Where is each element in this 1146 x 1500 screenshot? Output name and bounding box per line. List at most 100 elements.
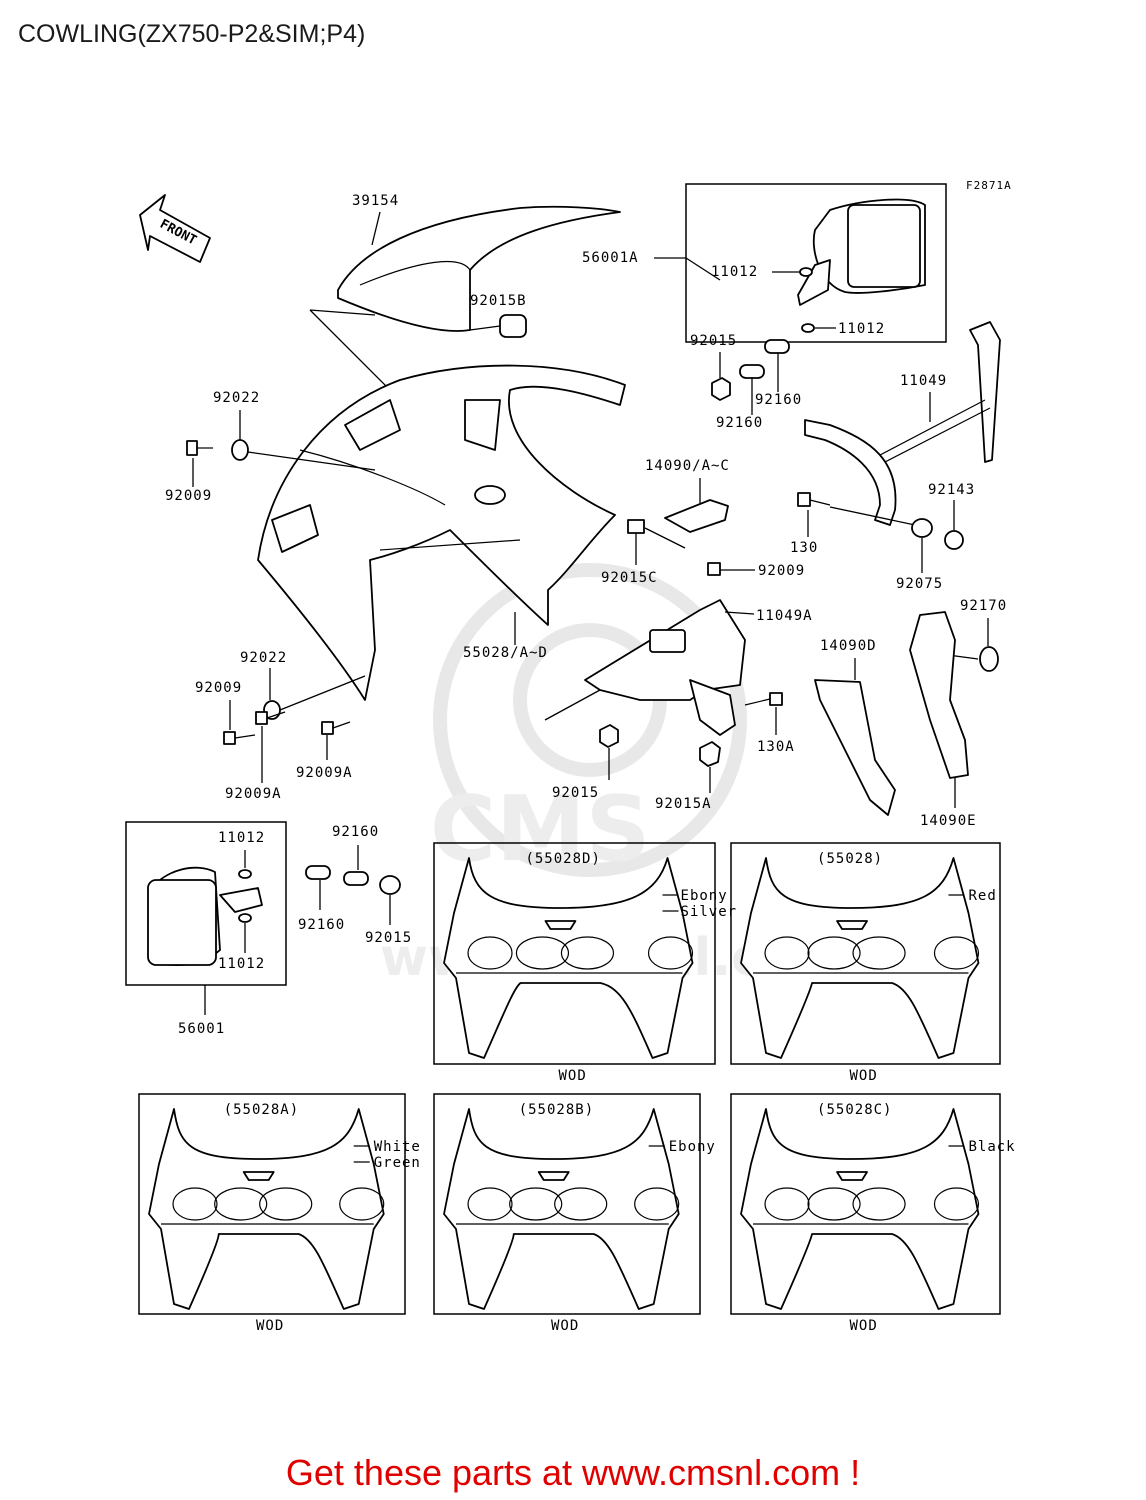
headlight-lens: [259, 1187, 313, 1221]
mirror-box-right: [685, 183, 947, 343]
headlight-lens: [852, 1187, 906, 1221]
headlight-lens: [509, 1187, 563, 1221]
headlight-lens: [933, 936, 980, 970]
label-92160-a: 92160: [755, 392, 802, 408]
label-56001A: 56001A: [582, 250, 639, 266]
mirror-right: [797, 198, 926, 306]
stay-11049: [804, 321, 1001, 526]
bracket-11049A: [584, 599, 746, 736]
label-92009-b: 92009: [758, 563, 805, 579]
front-arrow-icon: FRONT: [139, 194, 211, 263]
label-92015B: 92015B: [470, 293, 527, 309]
bolt-130: [797, 492, 811, 507]
bracket-14090: [664, 499, 729, 533]
variant-code: (55028A): [224, 1102, 299, 1118]
cowl-outline: [443, 1108, 680, 1310]
label-92015-c: 92015: [365, 930, 412, 946]
variant-grid: (55028D)EbonySilverWOD(55028)RedWOD(5502…: [138, 842, 1015, 1334]
cover-14090D: [814, 679, 896, 816]
label-11049: 11049: [900, 373, 947, 389]
nut-92015A: [699, 741, 721, 767]
variant-box: [433, 1093, 701, 1315]
variant-wod: WOD: [559, 1068, 587, 1084]
headlight-lens: [807, 1187, 861, 1221]
variant-color: Black: [968, 1139, 1015, 1155]
grommet-92015B: [499, 314, 527, 338]
intake-slot: [836, 920, 868, 930]
label-11012-a: 11012: [711, 264, 758, 280]
label-14090E: 14090E: [920, 813, 977, 829]
headlight-lens: [214, 1187, 268, 1221]
label-14090D: 14090D: [820, 638, 877, 654]
label-11012-b: 11012: [838, 321, 885, 337]
figure-code: F2871A: [966, 179, 1012, 192]
headlight-lens: [467, 936, 513, 970]
upper-cowl: [257, 364, 626, 701]
label-92170: 92170: [960, 598, 1007, 614]
variant-color: White: [374, 1139, 421, 1155]
variant-wod: WOD: [256, 1318, 284, 1334]
headlight-lens: [515, 936, 570, 970]
label-92160-b: 92160: [716, 415, 763, 431]
windshield: [337, 205, 621, 332]
bolt-92009A: [255, 711, 268, 725]
label-92015A: 92015A: [655, 796, 712, 812]
label-92015-b: 92015: [552, 785, 599, 801]
clip-92170: [979, 646, 999, 672]
variant-code: (55028C): [817, 1102, 892, 1118]
page-title: COWLING(ZX750-P2&SIM;P4): [18, 20, 366, 48]
label-92143: 92143: [928, 482, 975, 498]
cowl-outline: [740, 1108, 980, 1310]
label-56001: 56001: [178, 1021, 225, 1037]
label-11012-d: 11012: [218, 956, 265, 972]
variant-color: Silver: [681, 904, 738, 920]
promo-link[interactable]: Get these parts at www.cmsnl.com !: [285, 1452, 861, 1493]
bolt-92009: [186, 440, 198, 456]
cowl-outline: [148, 1108, 385, 1310]
plate-92160-b: [739, 364, 765, 379]
label-92015-a: 92015: [690, 333, 737, 349]
bolt-92009A-b: [321, 721, 334, 735]
variant-box: [433, 842, 716, 1065]
plate-92160-a: [764, 339, 790, 354]
mirror-left: [147, 866, 263, 966]
bolt-130A: [769, 692, 783, 706]
variant-color: Ebony: [681, 888, 728, 904]
variant-color: Green: [374, 1155, 421, 1171]
headlight-lens: [554, 1187, 608, 1221]
clip-92015C: [627, 519, 645, 534]
headlight-lens: [339, 1187, 385, 1221]
label-92009-c: 92009: [195, 680, 242, 696]
label-92009-a: 92009: [165, 488, 212, 504]
nut-92015-b: [599, 724, 619, 748]
headlight-lens: [764, 936, 810, 970]
cap-92143: [944, 530, 964, 550]
label-92022-b: 92022: [240, 650, 287, 666]
label-92022-a: 92022: [213, 390, 260, 406]
intake-slot: [836, 1171, 868, 1181]
headlight-lens: [933, 1187, 980, 1221]
cowl-outline: [740, 857, 980, 1059]
variant-color: Ebony: [669, 1139, 716, 1155]
label-92009A-a: 92009A: [225, 786, 282, 802]
variant-box: [730, 842, 1001, 1065]
label-39154: 39154: [352, 193, 399, 209]
grommet-92015-c: [379, 875, 401, 895]
mirror-box-left: [125, 821, 287, 986]
cover-14090E: [909, 611, 969, 779]
label-92160-c: 92160: [332, 824, 379, 840]
plate-92160-d: [305, 865, 331, 880]
headlight-lens: [764, 1187, 810, 1221]
variant-wod: WOD: [551, 1318, 579, 1334]
headlight-lens: [647, 936, 694, 970]
variant-code: (55028B): [519, 1102, 594, 1118]
label-11049A: 11049A: [756, 608, 813, 624]
label-130A: 130A: [757, 739, 795, 755]
label-92015C: 92015C: [601, 570, 658, 586]
headlight-lens: [852, 936, 906, 970]
plate-92160-c: [343, 871, 369, 886]
